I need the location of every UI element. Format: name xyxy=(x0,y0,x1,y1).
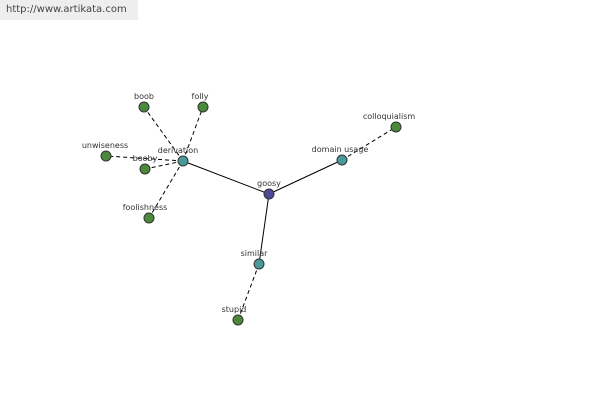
node-derivation[interactable]: derivation xyxy=(158,146,198,167)
source-url-banner[interactable]: http://www.artikata.com xyxy=(0,0,138,20)
node-circle-derivation[interactable] xyxy=(177,155,189,167)
node-booby[interactable]: booby xyxy=(133,154,158,175)
node-stupid[interactable]: stupid xyxy=(222,305,247,326)
node-circle-foolishness[interactable] xyxy=(143,212,155,224)
node-circle-unwiseness[interactable] xyxy=(100,150,112,162)
node-circle-colloquialism[interactable] xyxy=(390,121,402,133)
node-folly[interactable]: folly xyxy=(192,92,209,113)
node-label-colloquialism[interactable]: colloquialism xyxy=(363,112,416,121)
node-label-unwiseness[interactable]: unwiseness xyxy=(82,141,128,150)
node-label-foolishness[interactable]: foolishness xyxy=(123,203,168,212)
node-label-stupid[interactable]: stupid xyxy=(222,305,247,314)
node-circle-goosy[interactable] xyxy=(263,188,275,200)
edge-goosy-similar xyxy=(258,193,270,265)
node-label-goosy[interactable]: goosy xyxy=(257,179,281,188)
node-circle-booby[interactable] xyxy=(139,163,151,175)
edge-derivation-folly xyxy=(182,106,204,162)
node-similar[interactable]: similar xyxy=(241,249,269,270)
nodes-layer: goosy derivation domain usage similar boob fo… xyxy=(82,92,416,326)
node-label-derivation[interactable]: derivation xyxy=(158,146,198,155)
node-label-domain-usage[interactable]: domain usage xyxy=(312,145,369,154)
node-circle-domain-usage[interactable] xyxy=(336,154,348,166)
node-foolishness[interactable]: foolishness xyxy=(123,203,168,224)
node-label-booby[interactable]: booby xyxy=(133,154,158,163)
node-label-boob[interactable]: boob xyxy=(134,92,154,101)
node-circle-similar[interactable] xyxy=(253,258,265,270)
edge-goosy-derivation xyxy=(182,160,270,195)
node-colloquialism[interactable]: colloquialism xyxy=(363,112,416,133)
node-circle-folly[interactable] xyxy=(197,101,209,113)
node-unwiseness[interactable]: unwiseness xyxy=(82,141,128,162)
edges-layer xyxy=(105,106,397,321)
edge-goosy-domain-usage xyxy=(268,159,343,195)
node-label-folly[interactable]: folly xyxy=(192,92,209,101)
edge-domain-usage-colloquialism xyxy=(341,126,397,161)
node-label-similar[interactable]: similar xyxy=(241,249,269,258)
edge-similar-stupid xyxy=(237,263,260,321)
node-domain-usage[interactable]: domain usage xyxy=(312,145,369,166)
node-goosy[interactable]: goosy xyxy=(257,179,281,200)
node-circle-boob[interactable] xyxy=(138,101,150,113)
node-circle-stupid[interactable] xyxy=(232,314,244,326)
edge-derivation-unwiseness xyxy=(105,155,184,162)
node-boob[interactable]: boob xyxy=(134,92,154,113)
